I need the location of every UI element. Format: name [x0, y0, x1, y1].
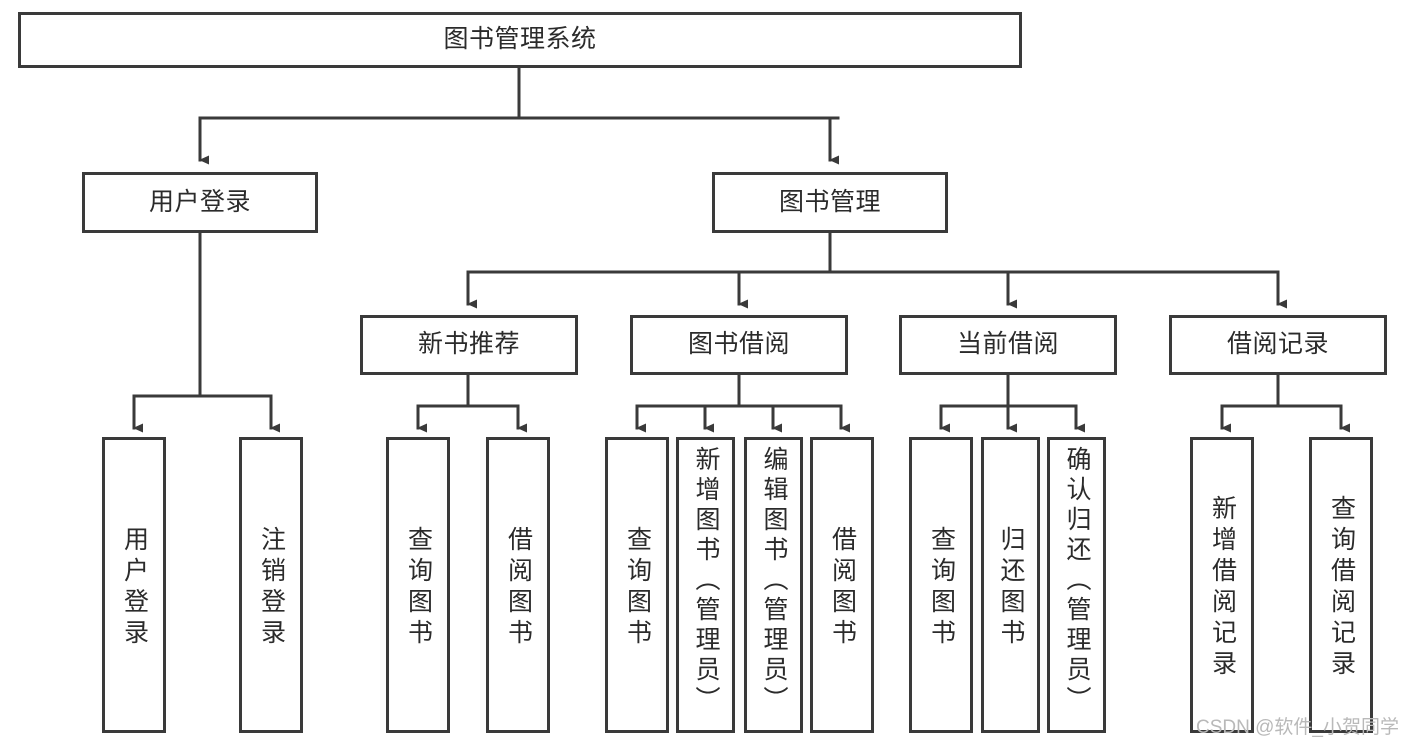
node-book-borrow[interactable]: 图书借阅 — [630, 315, 848, 375]
leaf-query-book-current[interactable]: 查询图书 — [909, 437, 973, 733]
node-label: 查询图书 — [927, 526, 956, 650]
node-label: 查询图书 — [623, 526, 652, 650]
node-book-management[interactable]: 图书管理 — [712, 172, 948, 233]
node-label: 用户登录 — [148, 187, 251, 216]
node-label: 确认归还（管理员） — [1063, 446, 1091, 716]
leaf-return-book[interactable]: 归还图书 — [981, 437, 1040, 733]
node-label: 图书借阅 — [687, 330, 790, 359]
leaf-query-book-borrow[interactable]: 查询图书 — [605, 437, 669, 733]
node-new-book-recommend[interactable]: 新书推荐 — [360, 315, 578, 375]
node-borrow-records[interactable]: 借阅记录 — [1169, 315, 1387, 375]
leaf-add-borrow-record[interactable]: 新增借阅记录 — [1190, 437, 1254, 733]
node-label: 新增借阅记录 — [1208, 495, 1237, 681]
node-label: 借阅记录 — [1226, 330, 1329, 359]
node-label: 编辑图书（管理员） — [760, 446, 788, 716]
node-label: 借阅图书 — [504, 526, 533, 650]
leaf-edit-book-admin[interactable]: 编辑图书（管理员） — [744, 437, 803, 733]
node-label: 新增图书（管理员） — [692, 446, 720, 716]
node-label: 归还图书 — [997, 526, 1025, 650]
leaf-confirm-return-admin[interactable]: 确认归还（管理员） — [1047, 437, 1106, 733]
leaf-query-book-newbook[interactable]: 查询图书 — [386, 437, 450, 733]
node-label: 新书推荐 — [417, 330, 520, 359]
leaf-user-login[interactable]: 用户登录 — [102, 437, 166, 733]
node-label: 用户登录 — [120, 526, 149, 650]
node-user-login[interactable]: 用户登录 — [82, 172, 318, 233]
leaf-add-book-admin[interactable]: 新增图书（管理员） — [676, 437, 735, 733]
node-label: 图书管理 — [778, 187, 881, 216]
node-label: 查询图书 — [404, 526, 433, 650]
leaf-logout-login[interactable]: 注销登录 — [239, 437, 303, 733]
node-label: 查询借阅记录 — [1327, 495, 1356, 681]
leaf-borrow-book-newbook[interactable]: 借阅图书 — [486, 437, 550, 733]
node-root-system[interactable]: 图书管理系统 — [18, 12, 1022, 68]
node-label: 注销登录 — [257, 526, 286, 650]
leaf-query-borrow-record[interactable]: 查询借阅记录 — [1309, 437, 1373, 733]
node-label: 借阅图书 — [828, 526, 857, 650]
leaf-borrow-book-borrow[interactable]: 借阅图书 — [810, 437, 874, 733]
node-current-borrow[interactable]: 当前借阅 — [899, 315, 1117, 375]
node-label: 当前借阅 — [956, 330, 1059, 359]
node-label: 图书管理系统 — [443, 25, 597, 54]
